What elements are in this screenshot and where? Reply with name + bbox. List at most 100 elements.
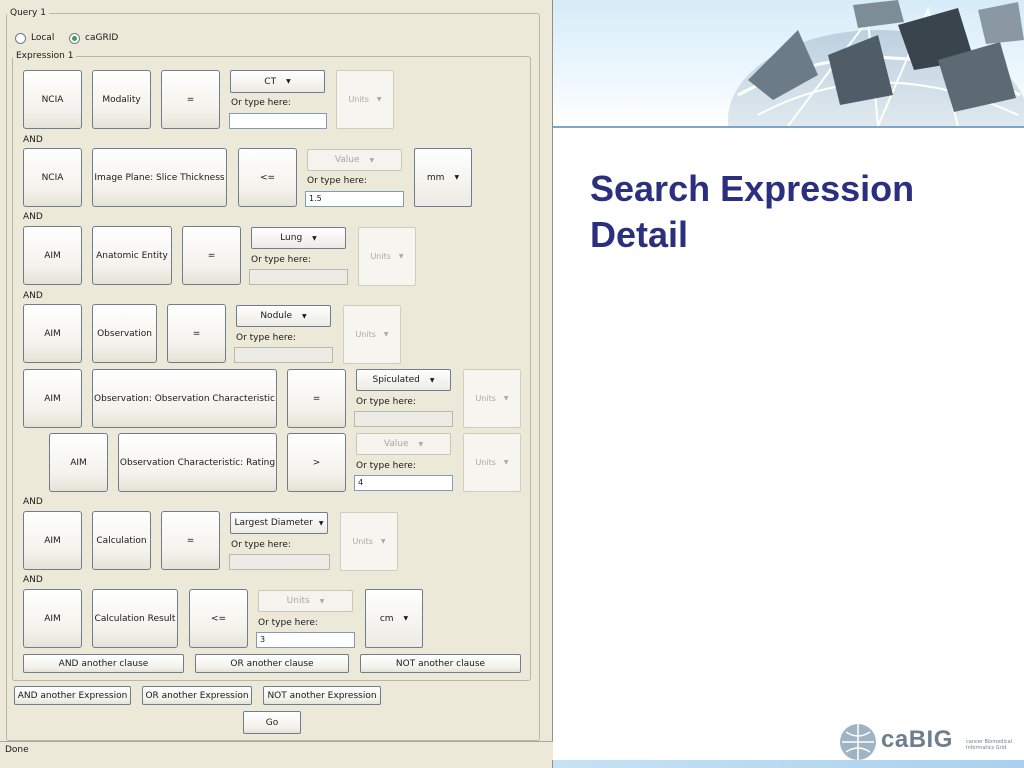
- banner-rule: [553, 126, 1024, 128]
- value-dropdown[interactable]: Units▼: [258, 590, 353, 612]
- globe-collage-image: [728, 0, 1024, 126]
- or-clause-button[interactable]: OR another clause: [195, 654, 349, 673]
- or-type-label: Or type here:: [251, 255, 311, 265]
- value-dropdown[interactable]: Spiculated▼: [356, 369, 451, 391]
- or-type-label: Or type here:: [258, 618, 318, 628]
- or-type-label: Or type here:: [356, 461, 416, 471]
- chevron-down-icon: ▼: [369, 156, 375, 164]
- attribute-button[interactable]: Observation Characteristic: Rating: [118, 433, 277, 492]
- source-button[interactable]: AIM: [23, 589, 82, 648]
- attribute-button[interactable]: Anatomic Entity: [92, 226, 172, 285]
- radio-unselected-icon: [15, 32, 26, 44]
- units-dropdown[interactable]: Units▼: [463, 433, 521, 492]
- not-clause-button[interactable]: NOT another clause: [360, 654, 521, 673]
- chevron-down-icon: ▼: [318, 519, 324, 527]
- operator-button[interactable]: <=: [189, 589, 248, 648]
- and-label: AND: [23, 135, 43, 145]
- value-dropdown-label: Nodule: [260, 311, 293, 321]
- cabig-logo-icon: [840, 724, 876, 760]
- value-dropdown-label: Spiculated: [372, 375, 420, 385]
- and-clause-button[interactable]: AND another clause: [23, 654, 184, 673]
- bottom-bar: [553, 760, 1024, 768]
- operator-button[interactable]: =: [167, 304, 226, 363]
- or-type-label: Or type here:: [231, 98, 291, 108]
- value-dropdown[interactable]: Value ▼: [307, 149, 402, 171]
- radio-cagrid[interactable]: caGRID: [69, 31, 118, 45]
- status-bar: Done: [0, 741, 553, 760]
- units-dropdown[interactable]: Units ▼: [358, 227, 416, 286]
- value-dropdown[interactable]: CT▼: [230, 70, 325, 93]
- expression-legend: Expression 1: [16, 51, 74, 61]
- chevron-down-icon: ▼: [398, 253, 404, 260]
- units-label: Units: [370, 252, 391, 261]
- source-button[interactable]: AIM: [23, 369, 82, 428]
- slide-title: Search Expression Detail: [590, 168, 915, 255]
- attribute-button[interactable]: Image Plane: Slice Thickness: [92, 148, 227, 207]
- unit-label: cm: [379, 613, 394, 624]
- value-input[interactable]: [229, 113, 327, 129]
- units-label: Units: [348, 95, 369, 104]
- radio-cagrid-label: caGRID: [85, 33, 119, 43]
- unit-dropdown[interactable]: cm ▼: [365, 589, 423, 648]
- or-type-label: Or type here:: [231, 540, 291, 550]
- value-dropdown-label: Largest Diameter: [234, 518, 313, 528]
- operator-button[interactable]: <=: [238, 148, 297, 207]
- chevron-down-icon: ▼: [312, 234, 317, 242]
- chevron-down-icon: ▼: [403, 615, 409, 622]
- attribute-button[interactable]: Modality: [92, 70, 151, 129]
- source-button[interactable]: AIM: [23, 304, 82, 363]
- and-label: AND: [23, 497, 43, 507]
- and-label: AND: [23, 212, 43, 222]
- and-expression-button[interactable]: AND another Expression: [14, 686, 131, 705]
- radio-local-label: Local: [31, 33, 55, 43]
- operator-button[interactable]: =: [161, 70, 220, 129]
- go-button[interactable]: Go: [243, 711, 301, 734]
- value-dropdown-label: Value: [334, 155, 360, 165]
- source-button[interactable]: AIM: [23, 226, 82, 285]
- logo-text: caBIG: [881, 726, 953, 753]
- value-dropdown[interactable]: Lung▼: [251, 227, 346, 249]
- operator-button[interactable]: =: [182, 226, 241, 285]
- value-dropdown-label: Value: [383, 439, 409, 449]
- value-input[interactable]: 4: [354, 475, 453, 491]
- chevron-down-icon: ▼: [503, 459, 509, 466]
- radio-local[interactable]: Local: [15, 31, 54, 45]
- source-button[interactable]: NCIA: [23, 148, 82, 207]
- units-label: Units: [352, 537, 373, 546]
- unit-dropdown[interactable]: mm▼: [414, 148, 472, 207]
- value-dropdown[interactable]: Value ▼: [356, 433, 451, 455]
- attribute-button[interactable]: Calculation Result: [92, 589, 178, 648]
- source-button[interactable]: AIM: [49, 433, 108, 492]
- attribute-button[interactable]: Observation: Observation Characteristic: [92, 369, 277, 428]
- value-input[interactable]: [354, 411, 453, 427]
- value-dropdown[interactable]: Largest Diameter ▼: [230, 512, 328, 534]
- or-expression-button[interactable]: OR another Expression: [142, 686, 252, 705]
- units-dropdown[interactable]: Units▼: [343, 305, 401, 364]
- expression-group: Expression 1: [12, 51, 531, 681]
- operator-button[interactable]: =: [161, 511, 220, 570]
- value-input[interactable]: [229, 554, 330, 570]
- not-expression-button[interactable]: NOT another Expression: [263, 686, 381, 705]
- chevron-down-icon: ▼: [286, 78, 291, 85]
- chevron-down-icon: ▼: [380, 538, 386, 545]
- units-label: Units: [475, 394, 496, 403]
- source-button[interactable]: NCIA: [23, 70, 82, 129]
- or-type-label: Or type here:: [356, 397, 416, 407]
- and-label: AND: [23, 291, 43, 301]
- value-input[interactable]: [249, 269, 348, 285]
- units-dropdown[interactable]: Units▼: [463, 369, 521, 428]
- units-dropdown[interactable]: Units▼: [336, 70, 394, 129]
- and-label: AND: [23, 575, 43, 585]
- units-dropdown[interactable]: Units ▼: [340, 512, 398, 571]
- value-dropdown[interactable]: Nodule▼: [236, 305, 331, 327]
- value-input[interactable]: 3: [256, 632, 355, 648]
- source-button[interactable]: AIM: [23, 511, 82, 570]
- operator-button[interactable]: >: [287, 433, 346, 492]
- attribute-button[interactable]: Observation: [92, 304, 157, 363]
- chevron-down-icon: ▼: [418, 440, 424, 448]
- value-input[interactable]: 1.5: [305, 191, 404, 207]
- attribute-button[interactable]: Calculation: [92, 511, 151, 570]
- operator-button[interactable]: =: [287, 369, 346, 428]
- value-input[interactable]: [234, 347, 333, 363]
